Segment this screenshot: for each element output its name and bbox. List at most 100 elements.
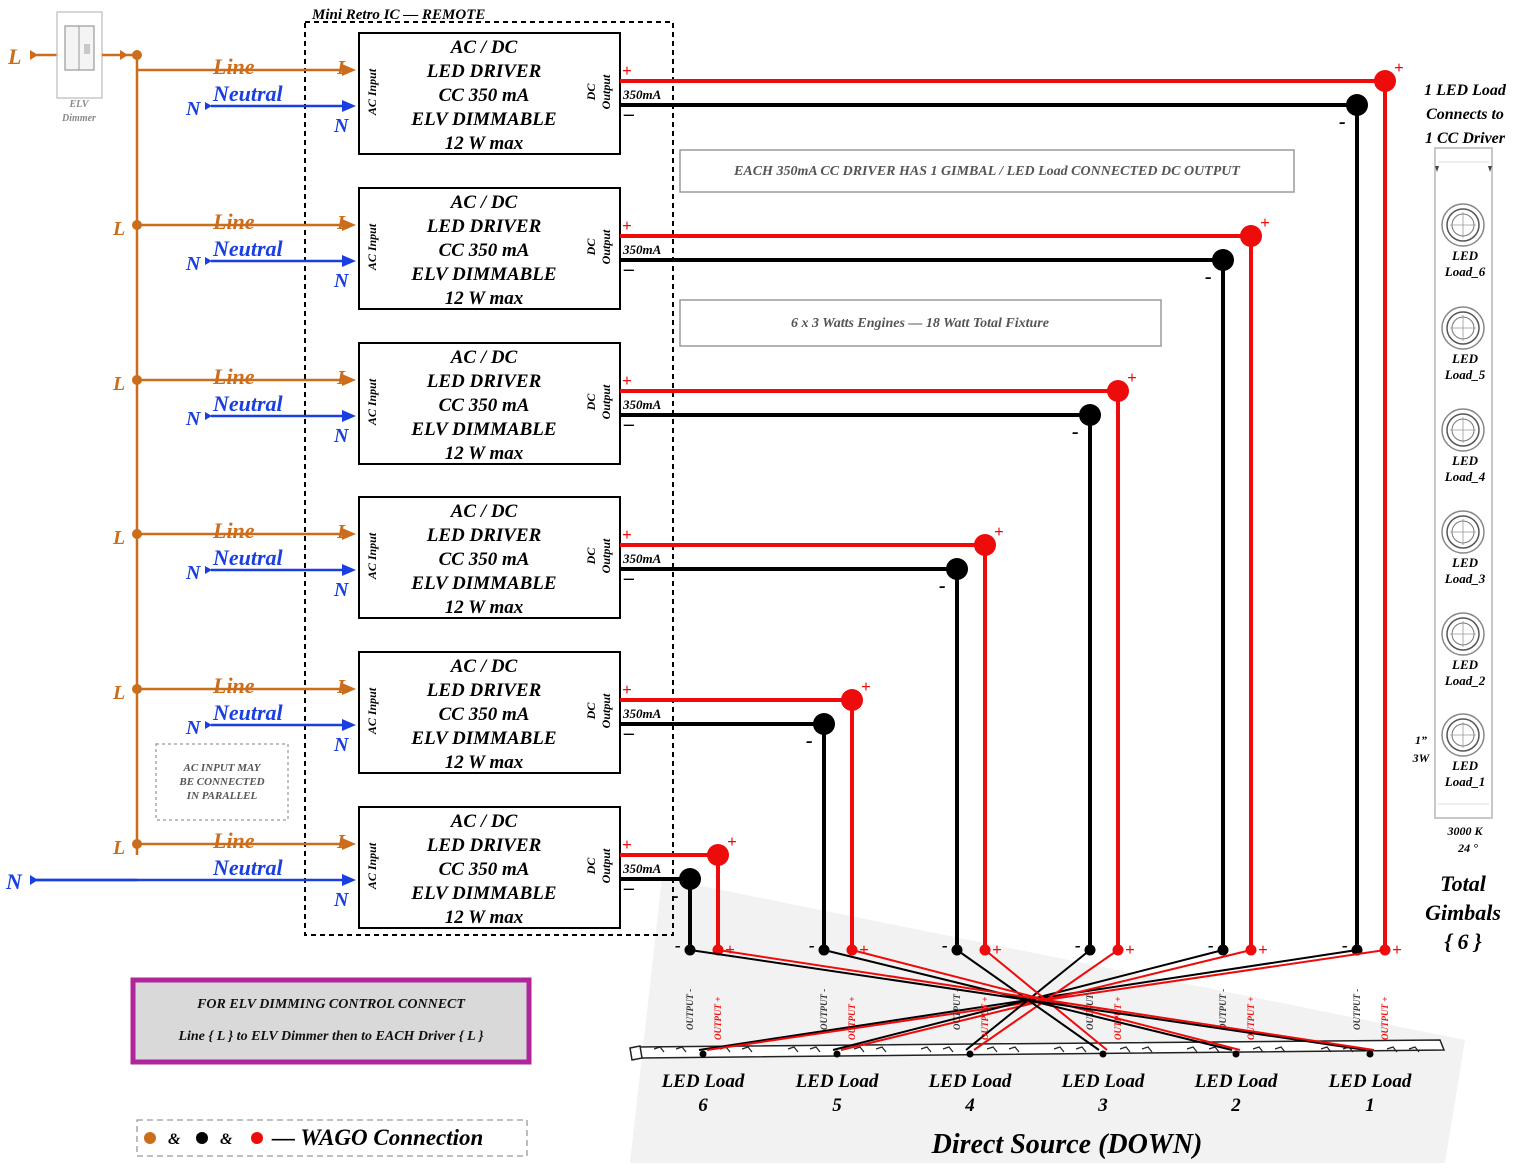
svg-text:EACH 350mA CC DRIVER HAS 1 GI: EACH 350mA CC DRIVER HAS 1 GIMBAL / LED … xyxy=(733,164,1241,179)
strip-mark xyxy=(875,1046,887,1053)
gimbal-size-1: 1” xyxy=(1415,733,1427,747)
driver-minus-terminal: – xyxy=(623,103,634,125)
driver-spec-line: CC 350 mA xyxy=(439,549,530,570)
driver-l-terminal: L xyxy=(336,212,349,234)
output-label: Output xyxy=(599,538,613,573)
line-label: Line xyxy=(212,54,255,79)
neutral-label: Neutral xyxy=(212,545,284,570)
output-minus-tag: OUTPUT - xyxy=(1352,989,1362,1030)
dc-output-pair: +-+- xyxy=(620,58,1404,959)
led-load-label: LED Load xyxy=(928,1071,1012,1092)
driver-spec-line: ELV DIMMABLE xyxy=(410,883,556,904)
total-gimbals-1: Total xyxy=(1440,871,1487,896)
driver-spec-line: LED DRIVER xyxy=(426,835,542,856)
neutral-n-label: N xyxy=(185,408,202,430)
neutral-arrow xyxy=(342,719,356,731)
dc-output-pair: +-+- xyxy=(620,522,1004,959)
strip-mark xyxy=(986,1046,998,1053)
gimbal-size-2: 3W xyxy=(1412,751,1431,765)
bus-node xyxy=(132,375,142,385)
strip-mark xyxy=(1008,1046,1020,1053)
total-gimbals-3: { 6 } xyxy=(1444,929,1482,954)
wire-plus-mark: + xyxy=(994,522,1004,541)
neutral-n-label: N xyxy=(185,98,202,120)
fixture-cct: 3000 K xyxy=(1446,824,1483,838)
output-label: Output xyxy=(599,384,613,419)
wire-plus-mark: + xyxy=(1127,368,1137,387)
wago-black-connector xyxy=(1079,404,1101,426)
dc-label: DC xyxy=(584,393,598,412)
led-load-number: 2 xyxy=(1230,1095,1241,1116)
bus-node xyxy=(132,684,142,694)
dc-label: DC xyxy=(584,857,598,876)
gimbal-load-label: Load_6 xyxy=(1444,264,1486,279)
fixture-header-1: 1 LED Load xyxy=(1424,82,1507,99)
ac-input-label: AC Input xyxy=(365,378,379,426)
led-strip-cap xyxy=(629,1045,643,1061)
led-load-label: LED Load xyxy=(661,1071,745,1092)
strip-mark xyxy=(1252,1046,1264,1053)
led-load-label: LED Load xyxy=(795,1071,879,1092)
bus-l-label: L xyxy=(112,837,125,859)
neutral-start-arrow xyxy=(205,721,212,729)
ac-input-label: AC Input xyxy=(365,842,379,890)
bus-node xyxy=(132,220,142,230)
gimbal-label: LED xyxy=(1451,657,1479,672)
dimmer-switch-icon[interactable] xyxy=(56,11,103,99)
line-arrow xyxy=(342,528,356,540)
led-load-number: 5 xyxy=(832,1095,842,1116)
wire-plus-mark: + xyxy=(1260,213,1270,232)
driver-minus-terminal: – xyxy=(623,567,634,589)
driver-n-terminal: N xyxy=(333,115,350,137)
output-minus-tag: OUTPUT - xyxy=(952,989,962,1030)
driver-spec-line: CC 350 mA xyxy=(439,85,530,106)
strip-mark xyxy=(809,1046,821,1053)
gimbal-load-label: Load_4 xyxy=(1444,469,1486,484)
output-current-label: 350mA xyxy=(622,551,662,566)
ac-input-label: AC Input xyxy=(365,687,379,735)
output-plus-tag: OUTPUT + xyxy=(980,997,990,1040)
driver-l-terminal: L xyxy=(336,57,349,79)
dc-output-pair: +-+- xyxy=(620,832,737,959)
driver-spec-line: AC / DC xyxy=(450,811,518,832)
line-label: Line xyxy=(212,518,255,543)
driver-spec-line: ELV DIMMABLE xyxy=(410,728,556,749)
gimbal-load-label: Load_3 xyxy=(1444,571,1486,586)
output-minus-tag: OUTPUT - xyxy=(685,989,695,1030)
strip-mark xyxy=(1208,1046,1220,1053)
driver-minus-terminal: – xyxy=(623,413,634,435)
neutral-label: Neutral xyxy=(212,391,284,416)
driver-n-terminal: N xyxy=(333,734,350,756)
driver-plus-terminal: + xyxy=(622,61,632,80)
gimbal-load-label: Load_5 xyxy=(1444,367,1486,382)
wago-orange-dot xyxy=(144,1132,156,1144)
bus-l-label: L xyxy=(112,527,125,549)
led-load-number: 1 xyxy=(1365,1095,1375,1116)
lead-minus-mark: - xyxy=(942,936,948,955)
dc-output-pair: +-+- xyxy=(620,213,1270,959)
wago-black-connector xyxy=(679,868,701,890)
led-load-number: 3 xyxy=(1097,1095,1108,1116)
driver-n-terminal: N xyxy=(333,889,350,911)
dc-label: DC xyxy=(584,83,598,102)
dimmer-out-arrow xyxy=(120,50,128,60)
main-n-label: N xyxy=(5,869,23,894)
neutral-label: Neutral xyxy=(212,700,284,725)
output-minus-tag: OUTPUT - xyxy=(1218,989,1228,1030)
gimbal-label: LED xyxy=(1451,555,1479,570)
ac-input-label: AC Input xyxy=(365,68,379,116)
led-load-node xyxy=(699,1050,707,1058)
driver-spec-line: 12 W max xyxy=(445,907,524,928)
gimbal-icon xyxy=(1441,408,1485,452)
led-load-node xyxy=(1232,1050,1240,1058)
driver-spec-line: ELV DIMMABLE xyxy=(410,419,556,440)
driver-spec-line: 12 W max xyxy=(445,288,524,309)
led-load-node xyxy=(833,1050,841,1058)
line-arrow xyxy=(342,219,356,231)
